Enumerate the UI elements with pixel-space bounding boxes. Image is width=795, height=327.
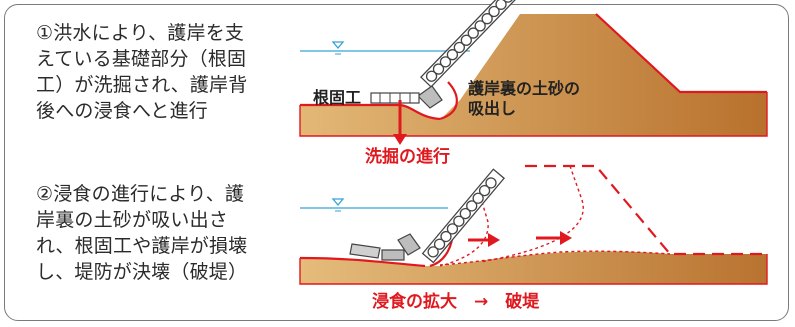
water-level-triangle-icon: [331, 41, 345, 55]
label-negatame: 根固工: [313, 88, 361, 107]
label-dosha-line2: 吸出し: [468, 99, 516, 118]
panel1-revetment-blocks: [420, 0, 526, 88]
panel1-description-line: えている基礎部分（根固: [36, 48, 247, 70]
label-dosha-line1: 護岸裏の土砂の: [468, 79, 580, 98]
panel2-description-line: ②浸食の進行により、護: [36, 183, 245, 205]
panel2-revetment-blocks: [421, 168, 505, 264]
panel1-description: ①洪水により、護岸を支 えている基礎部分（根固 工）が洗掘され、護岸背 後への浸…: [36, 20, 247, 124]
water-level-triangle-icon: [331, 198, 345, 212]
panel1-negatame-blocks: [370, 92, 420, 104]
panel2-levee-soil: [300, 251, 767, 284]
panel2-description: ②浸食の進行により、護 岸裏の土砂が吸い出さ れ、根固工や護岸が損壊 し、堤防が…: [36, 181, 247, 285]
panel1-toe-block: [417, 85, 443, 109]
red-arrow-icon: [468, 233, 500, 247]
panel1-base-outline: [299, 92, 768, 137]
panel1-description-line: 後への浸食へと進行: [36, 100, 208, 122]
panel1-crest-outline: [595, 13, 767, 94]
panel2-ground-outline: [299, 256, 426, 268]
panel2-description-line: 岸裏の土砂が吸い出さ: [36, 209, 229, 231]
panel2-base-outline: [299, 254, 768, 285]
panel2-broken-negatame-blocks: [349, 233, 421, 261]
panel2-erosion-dotted-2: [479, 165, 584, 263]
panel2-illustration: 浸食の拡大 → 破堤: [299, 164, 768, 312]
panel2-erosion-dotted-base: [439, 250, 671, 266]
panel1-description-line: 工）が洗掘され、護岸背: [36, 74, 248, 96]
panel2-erosion-dotted-1: [439, 201, 489, 267]
panel1-description-line: ①洪水により、護岸を支: [36, 22, 245, 44]
panel1-levee-soil: [300, 14, 767, 136]
panel2-caption: 浸食の拡大 → 破堤: [372, 291, 540, 312]
panel2-description-line: し、堤防が決壊（破堤）: [36, 261, 248, 283]
panel1-illustration: 根固工 護岸裏の土砂の 吸出し 洗掘の進行: [299, 0, 768, 167]
panel1-erosion-curve: [439, 81, 458, 121]
red-arrow-icon: [393, 100, 407, 145]
red-arrow-icon: [536, 231, 572, 245]
panel1-caption: 洗掘の進行: [365, 146, 450, 167]
panel2-breach-outline: [525, 164, 767, 256]
panel2-description-line: れ、根固工や護岸が損壊: [36, 235, 248, 257]
